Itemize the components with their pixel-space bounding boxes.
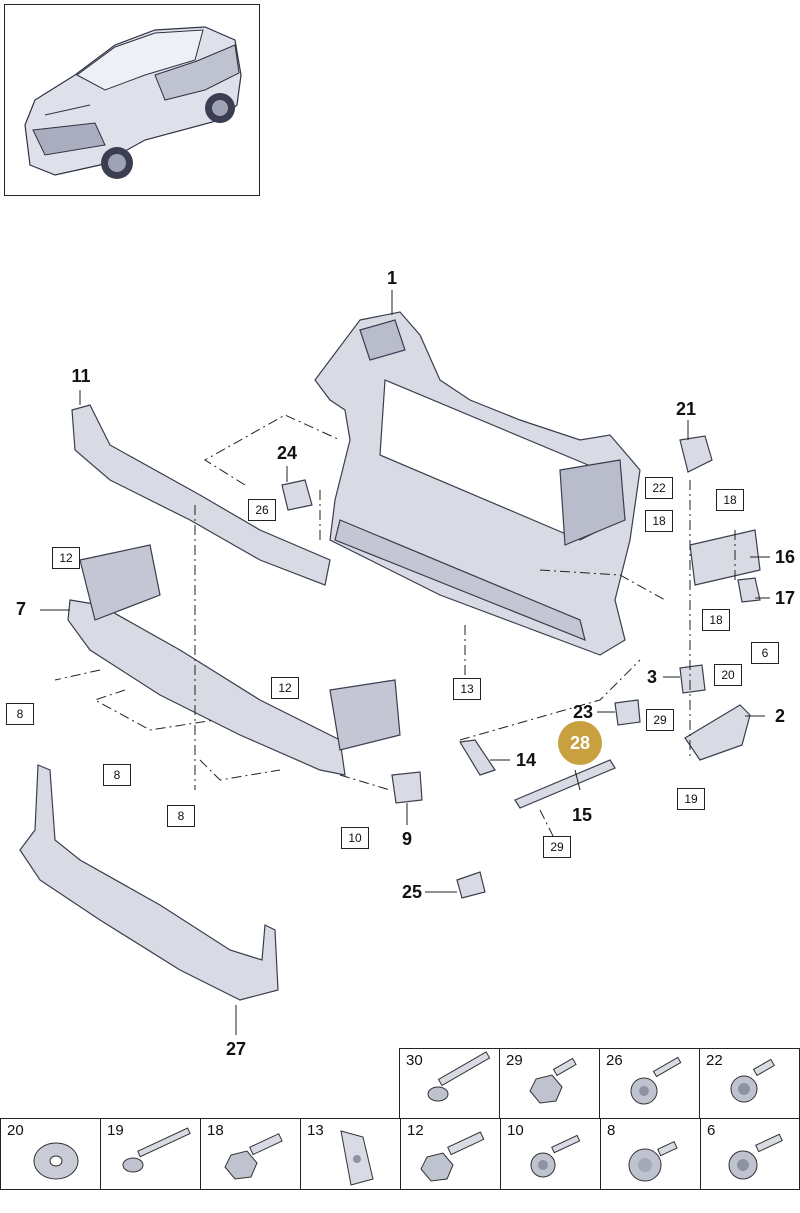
part-24-bracket	[281, 479, 313, 511]
callout-24: 24	[276, 443, 298, 463]
fastener-number: 30	[406, 1052, 423, 1069]
fastener-number: 19	[107, 1122, 124, 1139]
fastener-cell-19[interactable]: 19	[100, 1118, 201, 1190]
fastener-cell-18[interactable]: 18	[200, 1118, 301, 1190]
callout-16: 16	[774, 547, 796, 567]
part-7-bumper-beam	[67, 544, 401, 776]
boxed-label-18: 18	[702, 609, 730, 631]
fastener-cell-26[interactable]: 26	[599, 1048, 700, 1120]
fastener-number: 12	[407, 1122, 424, 1139]
boxed-label-6: 6	[751, 642, 779, 664]
torx-flange-screw-icon	[728, 1133, 783, 1180]
callout-2: 2	[774, 706, 786, 726]
fastener-number: 20	[7, 1122, 24, 1139]
torx-bolt-icon	[630, 1056, 682, 1105]
callout-14: 14	[515, 750, 537, 770]
fastener-number: 26	[606, 1052, 623, 1069]
clip-nut-icon	[340, 1130, 374, 1186]
part-11-upper-bracket	[71, 404, 331, 586]
fastener-cell-29[interactable]: 29	[499, 1048, 600, 1120]
fastener-cell-20[interactable]: 20	[0, 1118, 101, 1190]
washer-icon	[33, 1142, 79, 1180]
boxed-label-8: 8	[167, 805, 195, 827]
callout-1: 1	[386, 268, 398, 288]
boxed-label-12: 12	[271, 677, 299, 699]
torx-screw-icon	[530, 1134, 581, 1178]
callout-17: 17	[774, 588, 796, 608]
fastener-number: 22	[706, 1052, 723, 1069]
part-16-crash-box	[689, 529, 761, 586]
callout-11: 11	[71, 366, 91, 386]
callout-15: 15	[571, 805, 593, 825]
boxed-label-13: 13	[453, 678, 481, 700]
fastener-number: 10	[507, 1122, 524, 1139]
boxed-label-8: 8	[103, 764, 131, 786]
part-17-bracket	[737, 577, 761, 603]
fastener-number: 13	[307, 1122, 324, 1139]
hex-bolt-icon	[529, 1057, 577, 1104]
fastener-table: 30 29 26 22 20	[0, 1048, 800, 1190]
part-3-bracket	[679, 664, 706, 694]
fastener-cell-8[interactable]: 8	[600, 1118, 701, 1190]
part-1-front-end-carrier	[314, 311, 641, 656]
boxed-label-19: 19	[677, 788, 705, 810]
callout-21: 21	[675, 399, 697, 419]
callout-27: 27	[225, 1039, 247, 1059]
callout-9: 9	[401, 829, 413, 849]
callout-23: 23	[572, 702, 594, 722]
boxed-label-10: 10	[341, 827, 369, 849]
vehicle-thumbnail	[4, 4, 260, 196]
fastener-cell-12[interactable]: 12	[400, 1118, 501, 1190]
callout-3: 3	[646, 667, 658, 687]
part-23-bracket	[614, 699, 641, 726]
fastener-cell-22[interactable]: 22	[699, 1048, 800, 1120]
fastener-cell-13[interactable]: 13	[300, 1118, 401, 1190]
boxed-label-18: 18	[716, 489, 744, 511]
part-21-bracket	[679, 435, 713, 473]
long-bolt-icon	[122, 1127, 191, 1173]
long-bolt-icon	[427, 1051, 491, 1102]
boxed-label-26: 26	[248, 499, 276, 521]
part-15-strut	[514, 759, 616, 809]
fastener-number: 6	[707, 1122, 716, 1139]
boxed-label-29: 29	[543, 836, 571, 858]
vehicle-thumbnail-image	[24, 26, 242, 179]
boxed-label-29: 29	[646, 709, 674, 731]
hex-bolt-icon	[420, 1131, 485, 1182]
part-9-small-bracket	[391, 771, 423, 804]
callout-7: 7	[15, 599, 27, 619]
part-2-bracket	[684, 704, 751, 761]
boxed-label-8: 8	[6, 703, 34, 725]
fastener-number: 29	[506, 1052, 523, 1069]
highlighted-part-marker[interactable]: 28	[558, 721, 602, 765]
flange-screw-icon	[730, 1058, 776, 1103]
fastener-number: 8	[607, 1122, 616, 1139]
hex-bolt-icon	[224, 1133, 283, 1180]
flange-nut-icon	[628, 1141, 678, 1182]
boxed-label-22: 22	[645, 477, 673, 499]
callout-25: 25	[401, 882, 423, 902]
boxed-label-18: 18	[645, 510, 673, 532]
part-27-lower-crossmember	[19, 764, 279, 1001]
fastener-cell-10[interactable]: 10	[500, 1118, 601, 1190]
boxed-label-12: 12	[52, 547, 80, 569]
fastener-cell-30[interactable]: 30	[399, 1048, 500, 1120]
fastener-cell-6[interactable]: 6	[700, 1118, 800, 1190]
part-14-bracket	[459, 739, 496, 776]
part-25-clip	[456, 871, 486, 899]
boxed-label-20: 20	[714, 664, 742, 686]
fastener-number: 18	[207, 1122, 224, 1139]
